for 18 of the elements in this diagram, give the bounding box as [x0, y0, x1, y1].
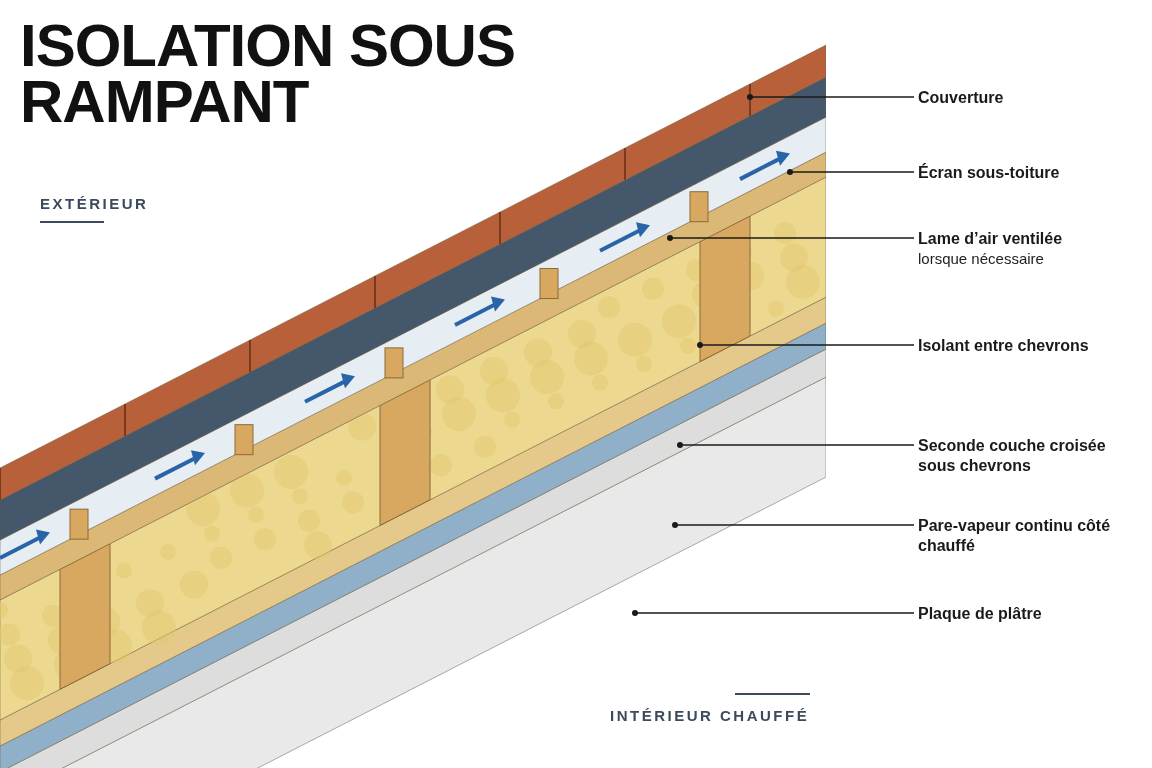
part-label: Couverture [918, 88, 1005, 108]
part-note: lorsque nécessaire [918, 249, 1045, 268]
zone-label: EXTÉRIEUR [40, 195, 149, 212]
part-label: Isolant entre chevrons [918, 336, 1090, 356]
leader-line [697, 342, 915, 348]
part-label: Pare-vapeur continu côté chauffé [918, 516, 1112, 556]
leader-line [677, 442, 915, 448]
leader-line [667, 235, 915, 241]
part-label: Plaque de plâtre [918, 604, 1043, 624]
leader-line [672, 522, 915, 528]
part-label: Écran sous-toiture [918, 163, 1061, 183]
zone-label: INTÉRIEUR CHAUFFÉ [610, 707, 810, 724]
leader-line [632, 610, 915, 616]
part-label: Lame d’air ventilée [918, 229, 1064, 249]
leader-line [787, 169, 915, 175]
leader-line [747, 94, 915, 100]
title: ISOLATION SOUS RAMPANT [20, 18, 516, 130]
part-label: Seconde couche croisée sous chevrons [918, 436, 1107, 476]
